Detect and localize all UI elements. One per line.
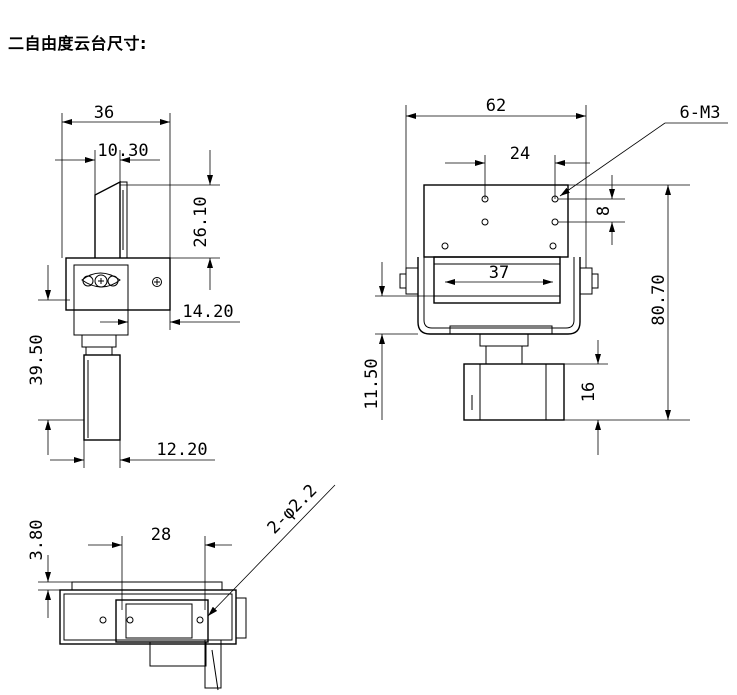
dim-26-10: 26.10 — [120, 150, 220, 290]
dim-37-label: 37 — [489, 263, 509, 283]
side-mid-body — [65, 257, 171, 336]
dim-37: 37 — [445, 263, 553, 285]
dim-2-phi-2-2: 2-φ2.2 — [207, 481, 336, 617]
dim-39-50: 39.50 — [27, 265, 84, 455]
front-servo — [449, 325, 565, 421]
dim-3-80: 3.80 — [27, 520, 72, 618]
dim-62-label: 62 — [486, 96, 506, 116]
dim-10-30: 10.30 — [55, 141, 160, 195]
dim-3-80-label: 3.80 — [27, 520, 47, 561]
dim-11-50: 11.50 — [362, 262, 434, 420]
dim-8-label: 8 — [594, 206, 614, 216]
dim-16-label: 16 — [579, 382, 599, 402]
side-upper-bracket — [94, 180, 128, 259]
dim-2-phi-2-2-label: 2-φ2.2 — [264, 481, 322, 539]
side-view: 36 10.30 26.10 14.20 — [27, 103, 240, 468]
front-view: 62 24 6-M3 8 37 — [362, 96, 728, 455]
dim-28-label: 28 — [151, 525, 171, 545]
dim-36: 36 — [61, 103, 171, 258]
dim-14-20: 14.20 — [100, 302, 240, 330]
dim-12-20-label: 12.20 — [156, 440, 207, 460]
dim-12-20: 12.20 — [50, 440, 215, 468]
dim-6-m3-label: 6-M3 — [680, 103, 721, 123]
dim-8: 8 — [558, 175, 625, 245]
dim-36-label: 36 — [94, 103, 114, 123]
dim-11-50-label: 11.50 — [362, 358, 382, 409]
page-title: 二自由度云台尺寸: — [8, 34, 147, 53]
dim-16: 16 — [564, 340, 608, 455]
dim-24-label: 24 — [510, 144, 530, 164]
dim-28: 28 — [88, 525, 232, 610]
dim-10-30-label: 10.30 — [97, 141, 148, 161]
dim-24: 24 — [445, 144, 590, 199]
front-top-plate — [423, 184, 569, 258]
bottom-view: 28 3.80 2-φ2.2 — [27, 481, 336, 691]
dim-62: 62 — [405, 96, 587, 268]
dim-80-70: 80.70 — [564, 184, 690, 421]
side-servo — [81, 334, 121, 441]
bottom-body — [59, 581, 247, 691]
dim-6-m3: 6-M3 — [559, 103, 728, 197]
dim-80-70-label: 80.70 — [649, 274, 669, 325]
dim-39-50-label: 39.50 — [27, 334, 47, 385]
dim-26-10-label: 26.10 — [191, 196, 211, 247]
dim-14-20-label: 14.20 — [182, 302, 233, 322]
